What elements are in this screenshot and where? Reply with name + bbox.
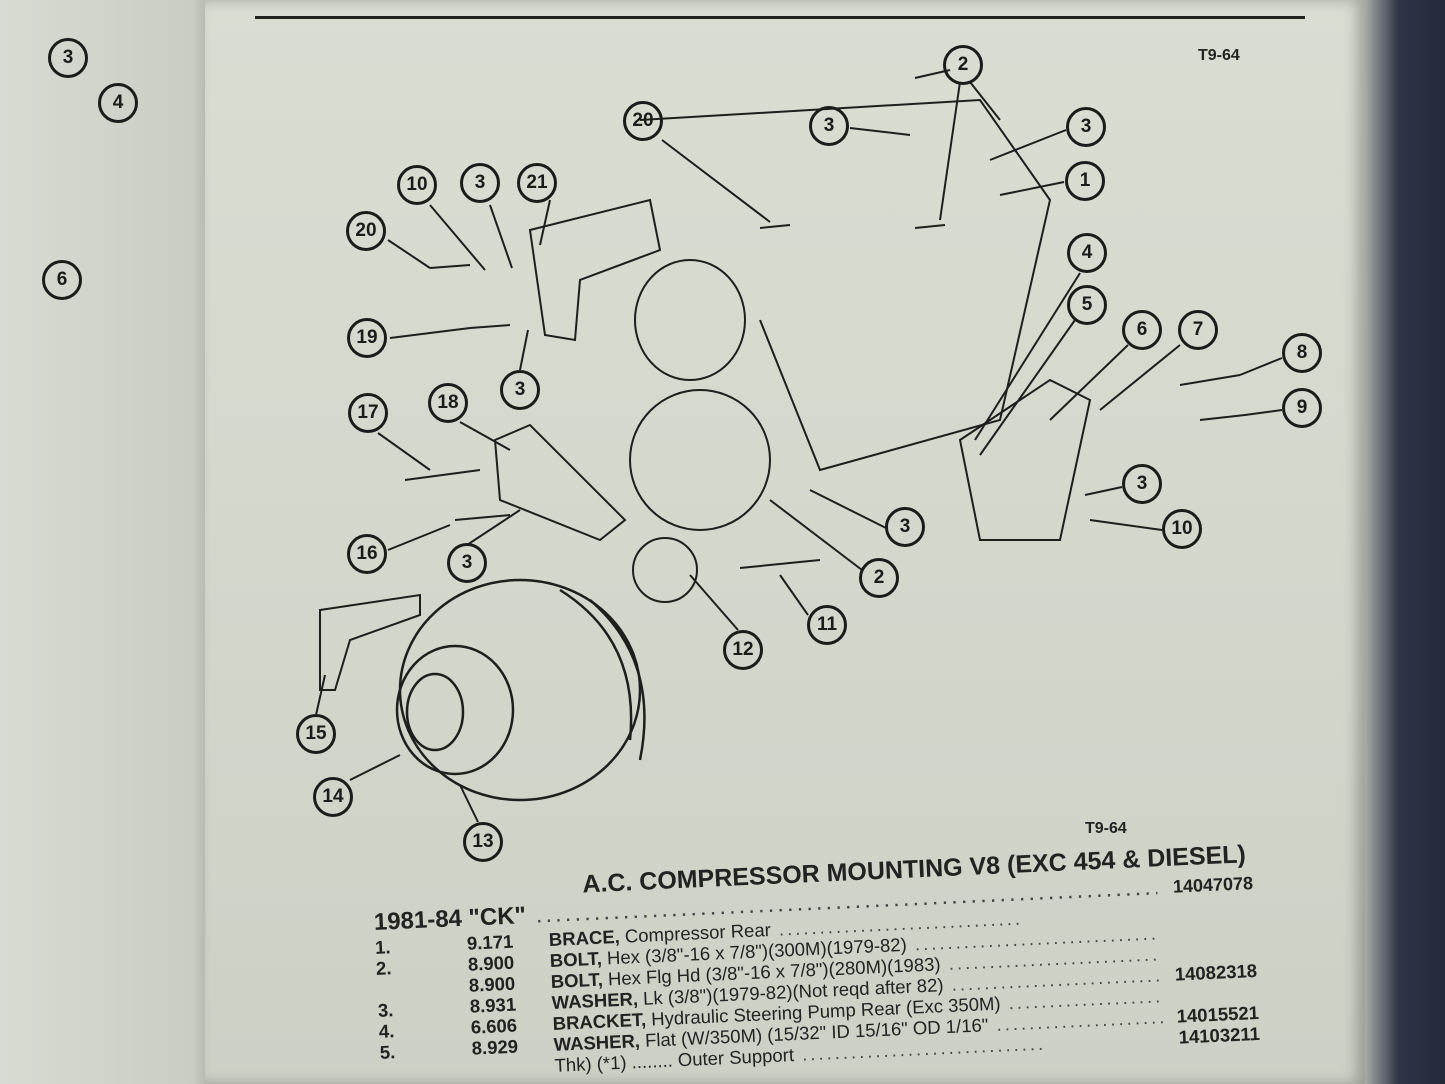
callout: 7 (1178, 310, 1218, 350)
callout: 3 (460, 163, 500, 203)
callout: 14 (313, 777, 353, 817)
callout: 16 (347, 534, 387, 574)
callout: 21 (517, 163, 557, 203)
item-number (380, 1059, 473, 1084)
part-number: 14103211 (1178, 1022, 1261, 1048)
figure-code-top: T9-64 (1198, 47, 1240, 64)
part-name: BOLT, (550, 968, 604, 992)
left-callout: 3 (48, 38, 88, 78)
callout: 4 (1067, 233, 1107, 273)
leader-lines (315, 69, 1283, 823)
callout: 11 (807, 605, 847, 645)
callout: 15 (296, 714, 336, 754)
callout: 10 (397, 165, 437, 205)
parts-list: A.C. COMPRESSOR MOUNTING V8 (EXC 454 & D… (372, 840, 1260, 1084)
callout: 17 (348, 393, 388, 433)
engine-outline (319, 98, 1246, 691)
callout: 2 (859, 558, 899, 598)
header-rule (255, 16, 1305, 19)
callout: 3 (1122, 464, 1162, 504)
callout: 1 (1065, 161, 1105, 201)
callout: 3 (447, 543, 487, 583)
callout: 8 (1282, 333, 1322, 373)
left-callout: 4 (98, 83, 138, 123)
left-callout: 6 (42, 260, 82, 300)
part-name: BOLT, (549, 947, 603, 972)
figure-code-bottom: T9-64 (1085, 820, 1127, 837)
callout: 3 (809, 106, 849, 146)
callout: 9 (1282, 388, 1322, 428)
catalog-code (472, 1055, 555, 1080)
callout: 18 (428, 383, 468, 423)
callout: 2 (943, 45, 983, 85)
callout: 20 (346, 211, 386, 251)
callout: 3 (885, 507, 925, 547)
callout: 5 (1067, 285, 1107, 325)
callout: 6 (1122, 310, 1162, 350)
left-page: 3 4 6 (0, 0, 225, 1084)
callout: 12 (723, 630, 763, 670)
callout: 3 (500, 370, 540, 410)
callout: 20 (623, 101, 663, 141)
callout: 13 (463, 822, 503, 862)
callout: 3 (1066, 107, 1106, 147)
compressor-pulley (395, 578, 646, 802)
callout: 19 (347, 318, 387, 358)
header-part-number: 14047078 (1172, 873, 1254, 897)
callout: 10 (1162, 509, 1202, 549)
